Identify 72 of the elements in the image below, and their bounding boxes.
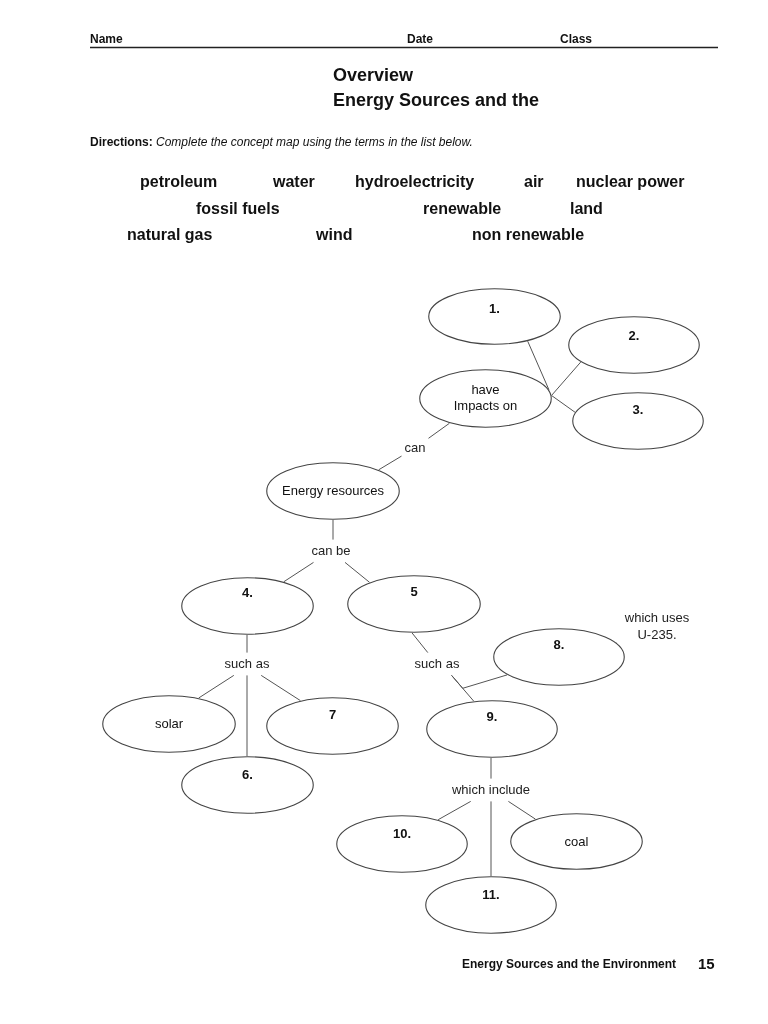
concept-oval [572, 392, 704, 450]
worksheet-title: Overview [333, 65, 414, 86]
concept-oval [347, 575, 481, 633]
blank-number: 4. [242, 584, 253, 602]
concept-term: solar [154, 715, 184, 733]
blank-number: 1. [489, 300, 500, 318]
page-number: 15 [698, 955, 715, 973]
word-bank-term: fossil fuels [196, 200, 280, 219]
blank-number: 10. [392, 825, 412, 843]
connector-line [411, 632, 429, 654]
connector-line [378, 455, 402, 471]
connector-line [428, 422, 450, 439]
blank-number: 11. [482, 886, 500, 904]
connector-line [246, 634, 248, 654]
word-bank-term: petroleum [140, 173, 218, 192]
field-label: Name [90, 33, 123, 47]
linking-phrase: can be [311, 542, 351, 560]
blank-number: 8. [553, 636, 565, 654]
linking-phrase: which include [452, 781, 530, 799]
blank-number: 2. [628, 327, 640, 345]
connector-line [198, 674, 235, 699]
word-bank-term: wind [316, 226, 353, 245]
connector-line [490, 757, 492, 780]
word-bank-term: water [273, 173, 315, 192]
word-bank-term: air [524, 173, 544, 192]
linking-phrase: such as [224, 655, 270, 673]
concept-oval [428, 288, 561, 345]
connector-line [527, 340, 550, 391]
field-label: Date [407, 33, 433, 47]
connector-line [246, 674, 248, 757]
concept-term: have Impacts on [452, 381, 519, 416]
concept-oval [181, 577, 314, 635]
concept-oval [568, 316, 700, 374]
concept-oval [336, 815, 468, 873]
connector-line [260, 674, 301, 702]
blank-number: 9. [486, 708, 498, 726]
concept-oval [510, 813, 643, 870]
directions-text: Directions: Complete the concept map using the terms in the list below. [90, 136, 473, 150]
word-bank-term: non renewable [472, 226, 585, 245]
word-bank-term: natural gas [127, 226, 213, 245]
connector-line [344, 561, 370, 583]
field-label: Class [560, 33, 593, 47]
worksheet-subtitle: Energy Sources and the [333, 90, 540, 111]
word-bank-term: nuclear power [576, 173, 685, 192]
blank-number: 3. [632, 401, 644, 419]
concept-oval [426, 700, 558, 758]
concept-term: coal [564, 833, 589, 851]
blank-number: 5 [410, 583, 418, 601]
footer-text: Energy Sources and the Environment [462, 958, 677, 972]
connector-line [451, 674, 508, 689]
linking-phrase: such as [414, 655, 460, 673]
concept-term: Energy resources [282, 482, 384, 500]
concept-oval [425, 876, 557, 934]
connector-line [551, 395, 576, 413]
concept-oval [266, 697, 399, 755]
connector-line [437, 800, 472, 821]
blank-number: 6. [242, 766, 253, 784]
concept-oval [181, 756, 314, 814]
linking-phrase: can [404, 439, 426, 457]
connector-line [507, 800, 536, 820]
connector-line [332, 519, 334, 541]
blank-number: 7 [328, 706, 337, 724]
word-bank-term: renewable [423, 200, 502, 219]
linking-phrase: which uses U-235. [619, 610, 695, 644]
word-bank-term: land [570, 200, 603, 219]
concept-oval [102, 695, 236, 753]
concept-oval [493, 628, 625, 686]
word-bank-term: hydroelectricity [355, 173, 475, 192]
connector-line [490, 800, 492, 877]
connector-line [283, 561, 314, 583]
concept-oval [266, 462, 400, 520]
concept-oval [419, 369, 552, 428]
